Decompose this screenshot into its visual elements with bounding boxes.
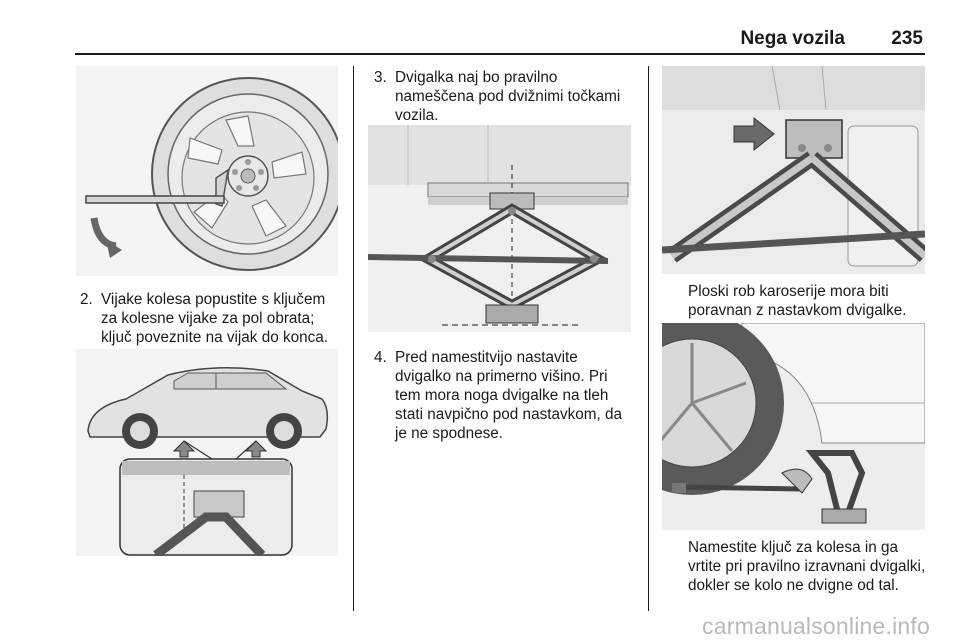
page-header: Nega vozila 235 bbox=[75, 26, 925, 55]
column-divider-left bbox=[353, 66, 354, 611]
page-title: Nega vozila bbox=[740, 28, 845, 49]
jack-head-flange-illustration bbox=[662, 66, 925, 274]
step-number: 3. bbox=[374, 69, 387, 86]
step-text: Vijake kolesa popustite s ključem za kol… bbox=[101, 291, 329, 346]
column-divider-right bbox=[648, 66, 649, 611]
jack-under-lift-point-illustration bbox=[368, 125, 631, 332]
crank-instruction-note: Namestite ključ za kolesa in ga vrtite p… bbox=[688, 539, 926, 594]
car-jacking-points-illustration bbox=[76, 349, 338, 556]
step-text: Pred namestitvijo nastavite dvigalko na … bbox=[395, 349, 623, 442]
wheel-wrench-illustration bbox=[76, 66, 338, 276]
step-3: 3. Dvigalka naj bo pravilno nameščena po… bbox=[374, 68, 636, 125]
jack-crank-illustration bbox=[662, 323, 925, 530]
watermark: carmanualsonline.info bbox=[702, 613, 930, 639]
page-number: 235 bbox=[891, 28, 923, 49]
flange-alignment-note: Ploski rob karoserije mora biti poravnan… bbox=[688, 283, 907, 319]
step-2: 2. Vijake kolesa popustite s ključem za … bbox=[80, 290, 342, 347]
step-4: 4. Pred namestitvijo nastavite dvigalko … bbox=[374, 348, 636, 443]
step-number: 2. bbox=[80, 291, 93, 308]
step-number: 4. bbox=[374, 349, 387, 366]
header-rule bbox=[75, 53, 925, 55]
step-text: Dvigalka naj bo pravilno nameščena pod d… bbox=[395, 69, 621, 124]
